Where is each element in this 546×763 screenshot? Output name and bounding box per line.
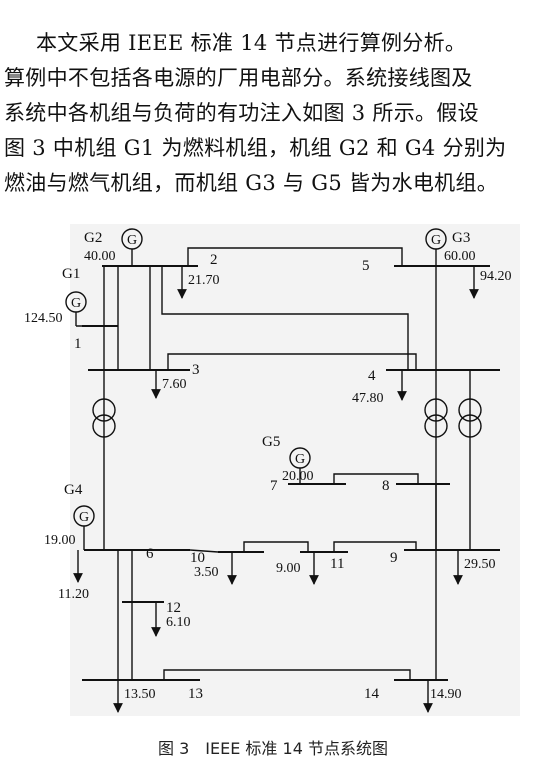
bus-14-label: 14 [364,686,380,702]
g3-symbol-text: G [431,233,441,248]
transformer-4b-bottom [458,414,482,438]
g3-name: G3 [452,230,470,246]
transformer-4a-bottom [424,414,448,438]
load-13-value: 13.50 [124,687,156,702]
paragraph-line-2: 算例中不包括各电源的厂用电部分。系统接线图及 [4,66,473,90]
load-g3-value: 94.20 [480,269,512,284]
g5-symbol-text: G [295,452,305,467]
transformer-4a-top [424,398,448,422]
g4-symbol-text: G [79,510,89,525]
g1-value: 124.50 [24,311,63,326]
line-2-5 [187,247,403,266]
bus-11-label: 11 [330,556,344,572]
bus-1-label: 1 [74,336,82,352]
bus-9-label: 9 [390,550,398,566]
load-10-value: 3.50 [194,565,219,580]
bus-4-label: 4 [368,368,376,384]
load-2-value: 21.70 [188,273,220,288]
load-11-value: 9.00 [276,561,301,576]
load-14-value: 14.90 [430,687,462,702]
line-13-14 [163,669,411,680]
line-3-4 [167,353,417,370]
transformer-1-top [92,398,116,422]
load-9-value: 29.50 [464,557,496,572]
line-7-8 [333,473,419,484]
figure-background [70,224,520,716]
bus-8-label: 8 [382,478,390,494]
g4-value: 19.00 [44,533,76,548]
line-11-9 [333,541,417,552]
g2-name: G2 [84,230,102,246]
bus-13-label: 13 [188,686,203,702]
ieee14-diagram: G G G G G G2 G1 G3 G5 G4 40.00 124.50 60… [24,224,520,716]
bus-2-label: 2 [210,252,218,268]
line-6-10 [189,549,219,553]
bus-10-label: 10 [190,550,205,566]
ieee14-figure: G G G G G G2 G1 G3 G5 G4 40.00 124.50 60… [18,222,524,732]
transformer-4b-top [458,398,482,422]
paragraph-line-3: 系统中各机组与负荷的有功注入如图 3 所示。假设 [4,101,479,125]
g4-name: G4 [64,482,83,498]
line-10-11 [243,541,309,552]
paragraph-line-4: 图 3 中机组 G1 为燃料机组，机组 G2 和 G4 分别为 [4,136,507,160]
load-6-value: 11.20 [58,587,89,602]
figure-caption: 图 3 IEEE 标准 14 节点系统图 [158,739,388,758]
load-4-value: 47.80 [352,391,384,406]
bus-12-label: 12 [166,600,181,616]
g5-name: G5 [262,434,280,450]
g3-value: 60.00 [444,249,476,264]
g1-name: G1 [62,266,80,282]
g2-value: 40.00 [84,249,116,264]
bus-6-label: 6 [146,546,154,562]
bus-3-label: 3 [192,362,200,378]
load-3-value: 7.60 [162,377,187,392]
paragraph-line-1: 本文采用 IEEE 标准 14 节点进行算例分析。 [36,31,467,55]
paragraph-line-5: 燃油与燃气机组，而机组 G3 与 G5 皆为水电机组。 [4,171,499,195]
bus-7-label: 7 [270,478,278,494]
g2-symbol-text: G [127,233,137,248]
line-2-4 [161,266,409,370]
transformer-1-bottom [92,414,116,438]
g5-value: 20.00 [282,469,314,484]
bus-5-label: 5 [362,258,370,274]
g1-symbol-text: G [71,296,81,311]
load-12-value: 6.10 [166,615,191,630]
